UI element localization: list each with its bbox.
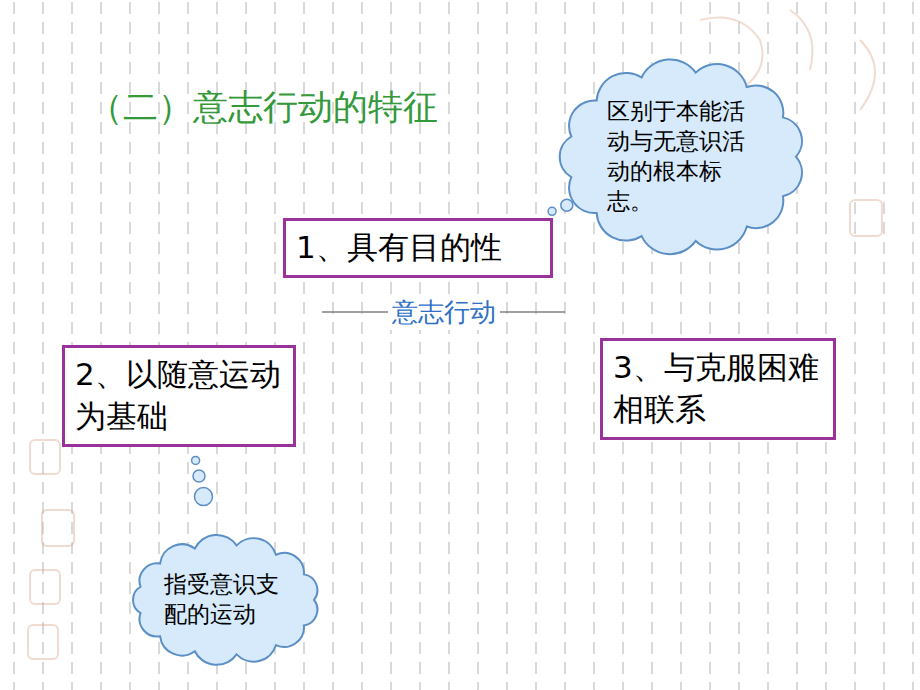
feature-box: 2、以随意运动为基础 [62, 345, 296, 447]
thought-bubble-connector [192, 449, 214, 542]
thought-cloud: 指受意识支配的运动 [128, 535, 324, 665]
box-text: 1、具有目的性 [296, 227, 540, 269]
cloud-text: 指受意识支配的运动 [164, 570, 289, 630]
thought-cloud: 区别于本能活动与无意识活动的根本标志。 [558, 62, 806, 252]
box-text: 3、与克服困难相联系 [613, 347, 823, 431]
thought-bubble [548, 207, 556, 215]
cloud-text: 区别于本能活动与无意识活动的根本标志。 [607, 97, 757, 217]
cloud-path [133, 535, 317, 665]
slide-title: （二）意志行动的特征 [88, 84, 438, 131]
thought-bubble [193, 470, 205, 482]
cloud-path [560, 59, 802, 254]
thought-bubble [194, 488, 212, 506]
thought-bubble [192, 456, 200, 464]
feature-box: 1、具有目的性 [283, 218, 553, 278]
center-label: 意志行动 [388, 295, 500, 330]
seal-decoration [28, 10, 882, 659]
cloud-outline [128, 535, 324, 665]
feature-box: 3、与克服困难相联系 [600, 338, 836, 440]
thought-bubble [561, 199, 573, 211]
box-text: 2、以随意运动为基础 [75, 354, 283, 438]
cloud-outline [558, 62, 806, 252]
